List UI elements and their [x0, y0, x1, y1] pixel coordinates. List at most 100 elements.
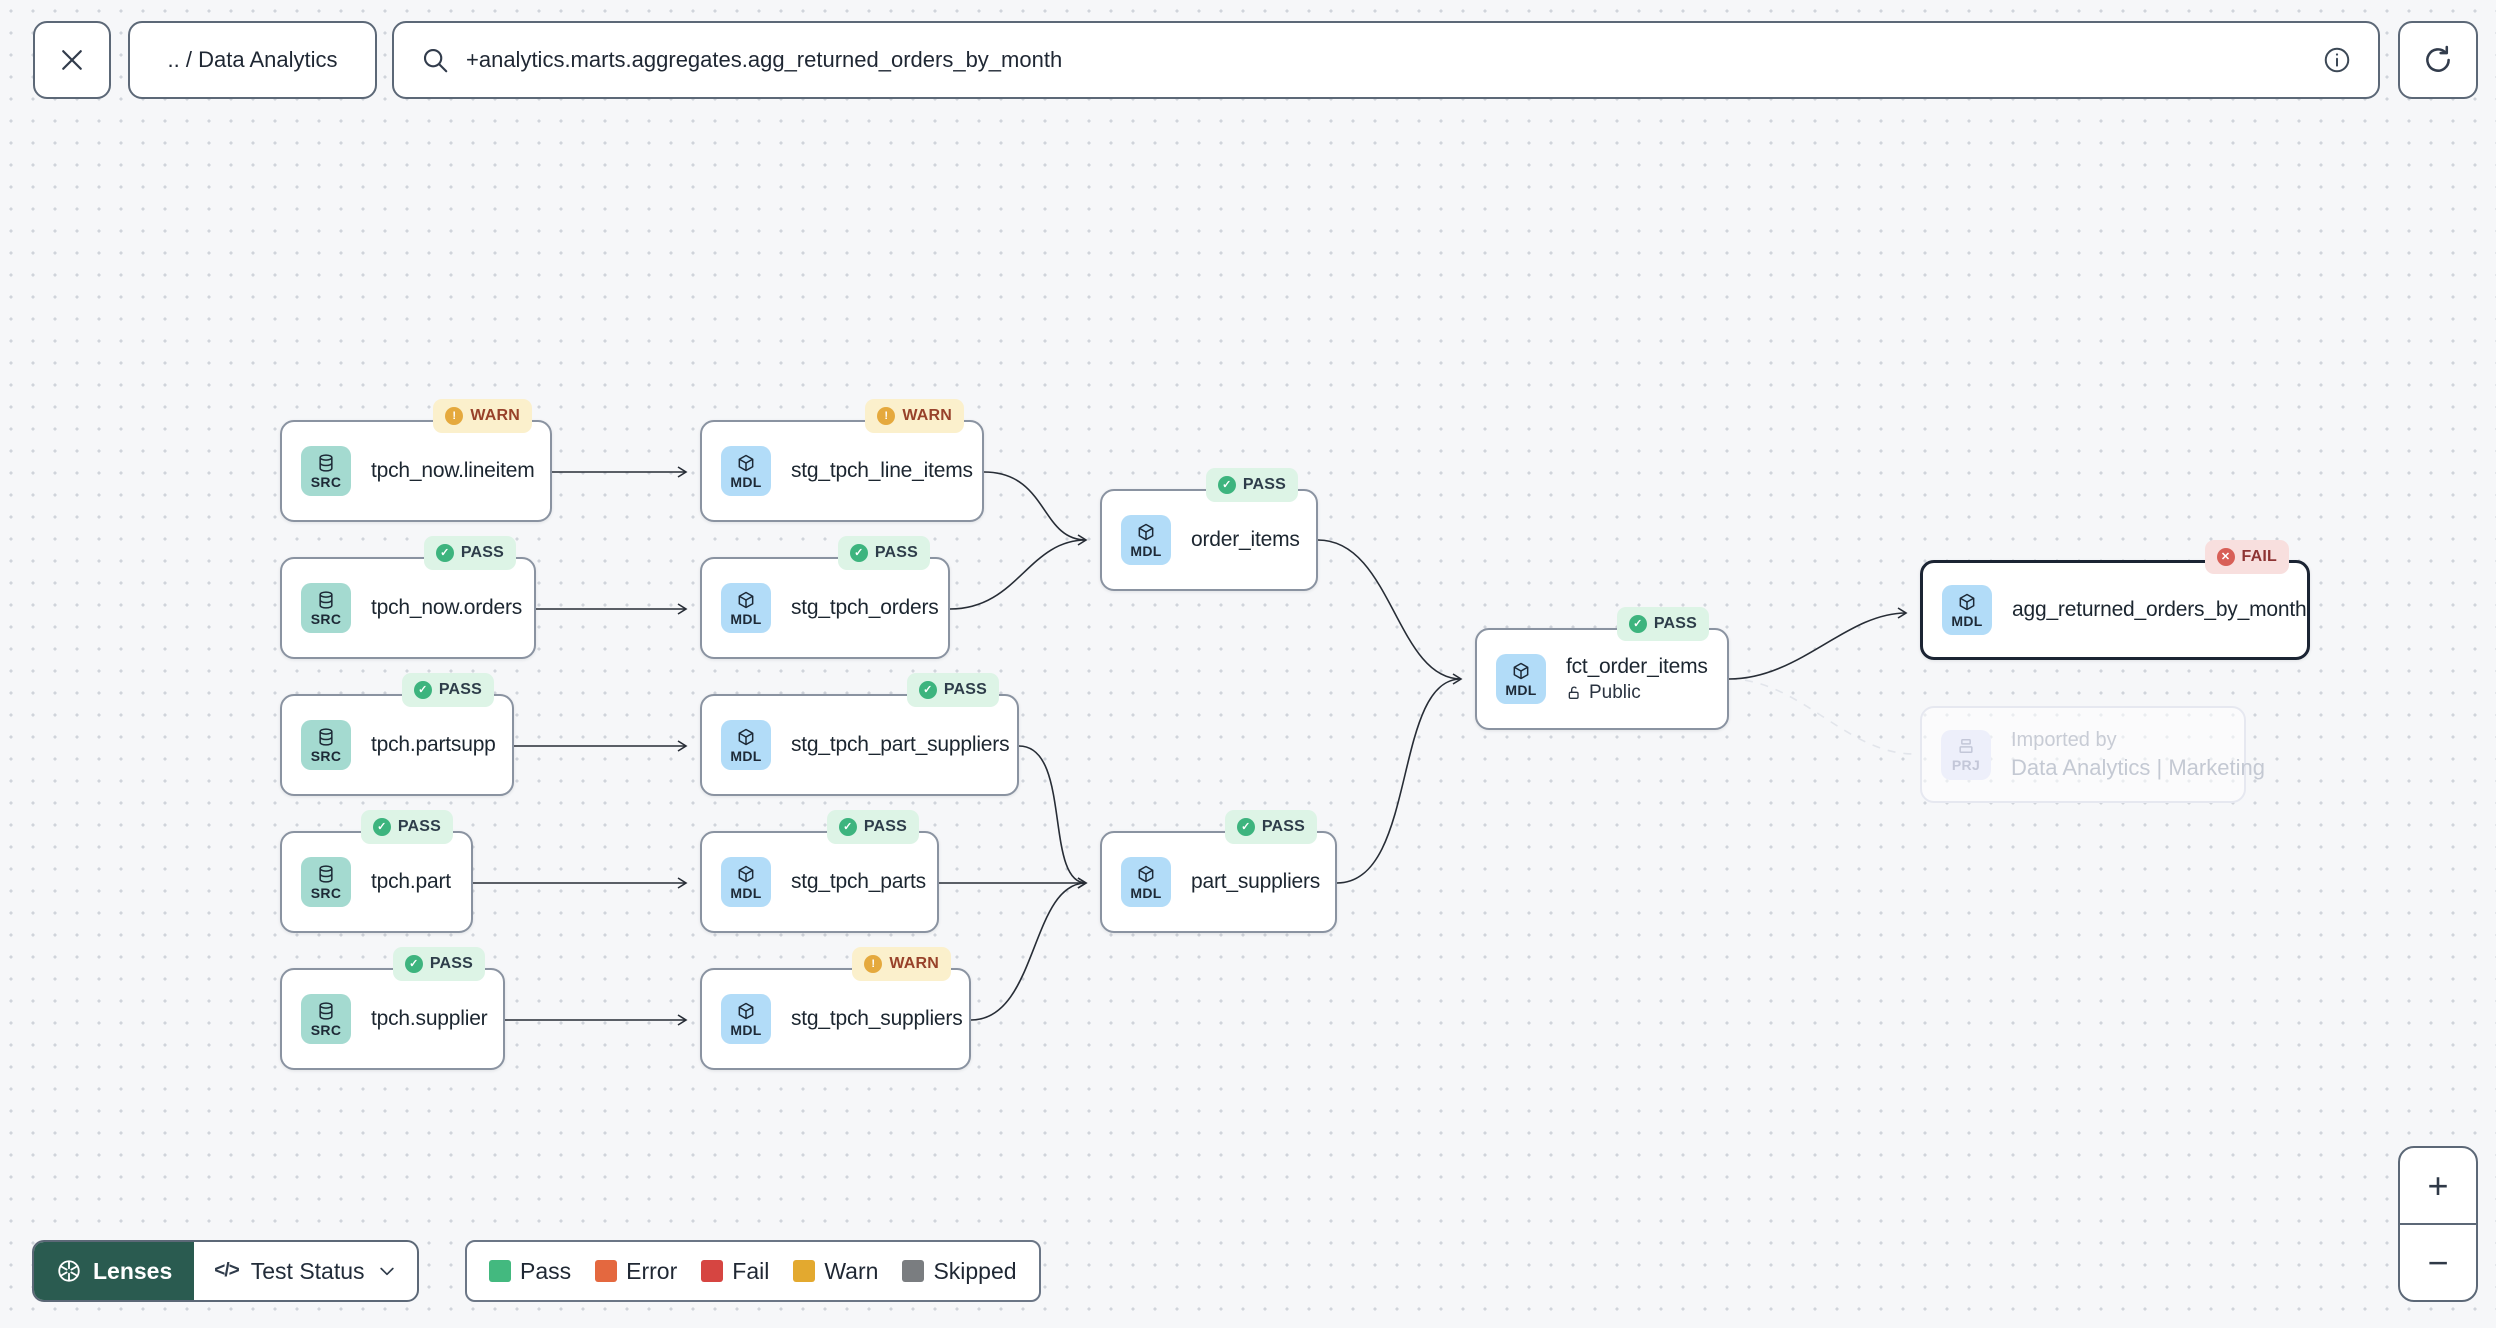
project-name: Data Analytics | Marketing — [2011, 754, 2265, 780]
tile-label: SRC — [310, 610, 342, 627]
edge — [983, 471, 1088, 546]
node-title: tpch_now.orders — [371, 596, 523, 619]
node-imported-by-project: PRJ Imported by Data Analytics | Marketi… — [1920, 706, 2265, 803]
check-icon: ✓ — [372, 818, 391, 836]
status-badge: ✓PASS — [1616, 607, 1709, 641]
warn-icon: ! — [877, 407, 896, 425]
cube-icon — [738, 1002, 754, 1019]
node-title: part_suppliers — [1191, 870, 1321, 893]
node-fct-order-items[interactable]: ✓PASS MDL fct_order_items Public — [1475, 607, 1729, 730]
node-title: fct_order_items — [1566, 654, 1708, 678]
close-icon — [62, 50, 82, 70]
node-title: stg_tpch_suppliers — [791, 1007, 963, 1030]
cube-icon — [738, 728, 754, 745]
check-icon: ✓ — [838, 818, 857, 836]
check-icon: ✓ — [404, 955, 423, 973]
resource-type-tile: MDL — [1121, 515, 1171, 565]
status-label: WARN — [902, 407, 952, 424]
resource-type-tile: MDL — [1121, 857, 1171, 907]
lenses-label: Lenses — [93, 1257, 173, 1284]
tile-label: MDL — [730, 610, 762, 627]
node-stg-tpch-parts[interactable]: ✓ PASS MDL stg_tpch_parts — [700, 810, 939, 933]
node-order-items[interactable]: ✓PASS MDL order_items — [1100, 468, 1318, 591]
node-tpch-supplier[interactable]: ✓PASS SRC tpch.supplier — [280, 947, 505, 1070]
tile-label: MDL — [730, 473, 762, 490]
node-tpch-part[interactable]: ✓PASS SRC tpch.part — [280, 810, 473, 933]
check-icon: ✓ — [918, 681, 937, 699]
status-badge: ✓ PASS — [826, 810, 919, 844]
edge — [1018, 745, 1088, 889]
edge — [970, 882, 1087, 1021]
node-agg-returned-orders-by-month[interactable]: ✕FAIL MDL agg_returned_orders_by_month — [1920, 540, 2310, 660]
fail-icon: ✕ — [2216, 548, 2235, 566]
legend-item-skipped: Skipped — [902, 1257, 1017, 1285]
check-icon: ✓ — [1628, 615, 1647, 633]
refresh-button[interactable] — [2398, 21, 2478, 99]
breadcrumb-label: .. / Data Analytics — [167, 47, 338, 72]
database-icon — [319, 453, 333, 472]
node-tpch-now-orders[interactable]: ✓PASS SRC tpch_now.orders — [280, 536, 536, 659]
node-stg-tpch-orders[interactable]: ✓PASS MDL stg_tpch_orders — [700, 536, 950, 659]
status-label: PASS — [429, 955, 473, 972]
node-tpch-partsupp[interactable]: ✓PASS SRC tpch.partsupp — [280, 673, 514, 796]
status-badge: !WARN — [852, 947, 951, 981]
tile-label: PRJ — [1951, 757, 1981, 773]
fail-swatch — [701, 1260, 724, 1282]
zoom-out-button[interactable]: − — [2400, 1225, 2476, 1300]
breadcrumb[interactable]: .. / Data Analytics — [128, 21, 377, 99]
warn-swatch — [793, 1260, 816, 1282]
resource-type-tile: SRC — [301, 583, 351, 633]
cube-icon — [738, 591, 754, 608]
node-stg-tpch-part-suppliers[interactable]: ✓PASS MDL stg_tpch_part_suppliers — [700, 673, 1019, 796]
status-label: PASS — [397, 818, 441, 835]
status-label: PASS — [874, 544, 918, 561]
node-stg-tpch-suppliers[interactable]: !WARN MDL stg_tpch_suppliers — [700, 947, 971, 1070]
node-title: agg_returned_orders_by_month — [2012, 598, 2307, 621]
search-bar[interactable] — [392, 21, 2380, 99]
legend-item-warn: Warn — [793, 1258, 878, 1285]
node-text: fct_order_items Public — [1566, 655, 1708, 704]
status-badge: !WARN — [433, 399, 532, 433]
access-row: Public — [1566, 682, 1708, 704]
node-stg-tpch-line-items[interactable]: !WARN MDL stg_tpch_line_items — [700, 399, 984, 522]
node-title: tpch_now.lineitem — [371, 459, 535, 482]
cube-icon — [1138, 523, 1154, 540]
aperture-icon — [58, 1260, 80, 1282]
tile-label: SRC — [310, 473, 342, 490]
info-icon[interactable] — [2322, 45, 2352, 75]
node-part-suppliers[interactable]: ✓PASS MDL part_suppliers — [1100, 810, 1337, 933]
status-badge: ✓ PASS — [906, 673, 999, 707]
refresh-icon — [2426, 45, 2450, 72]
test-status-legend: Pass Error Fail Warn Skipped — [465, 1240, 1041, 1302]
node-title: stg_tpch_parts — [791, 870, 926, 893]
status-label: PASS — [943, 681, 987, 698]
node-tpch-now-lineitem[interactable]: !WARN SRC tpch_now.lineitem — [280, 399, 552, 522]
code-icon: </> — [214, 1260, 240, 1281]
status-badge: ✓PASS — [401, 673, 494, 707]
database-icon — [319, 590, 333, 609]
pass-swatch — [489, 1260, 511, 1282]
access-label: Public — [1589, 681, 1641, 703]
lenses-button[interactable]: Lenses — [34, 1242, 195, 1300]
search-input[interactable] — [466, 47, 2306, 73]
edge — [949, 539, 1087, 610]
imported-by-label: Imported by — [2011, 728, 2117, 751]
database-icon — [319, 727, 333, 746]
legend-label: Skipped — [933, 1257, 1017, 1284]
edge — [1728, 607, 1908, 680]
node-title: stg_tpch_part_suppliers — [791, 733, 1010, 756]
zoom-in-button[interactable]: + — [2400, 1148, 2476, 1223]
status-badge: ✓ PASS — [360, 810, 453, 844]
tile-label: MDL — [730, 884, 762, 901]
lens-selector[interactable]: </> Test Status — [194, 1242, 416, 1300]
tile-label: SRC — [310, 747, 342, 764]
resource-type-tile: MDL — [721, 446, 771, 496]
status-label: PASS — [863, 818, 907, 835]
node-title: tpch.part — [371, 870, 451, 893]
cube-icon — [738, 865, 754, 882]
resource-type-tile: MDL — [721, 583, 771, 633]
status-label: WARN — [470, 407, 520, 424]
close-button[interactable] — [33, 21, 111, 99]
chevron-down-icon — [379, 1267, 394, 1276]
